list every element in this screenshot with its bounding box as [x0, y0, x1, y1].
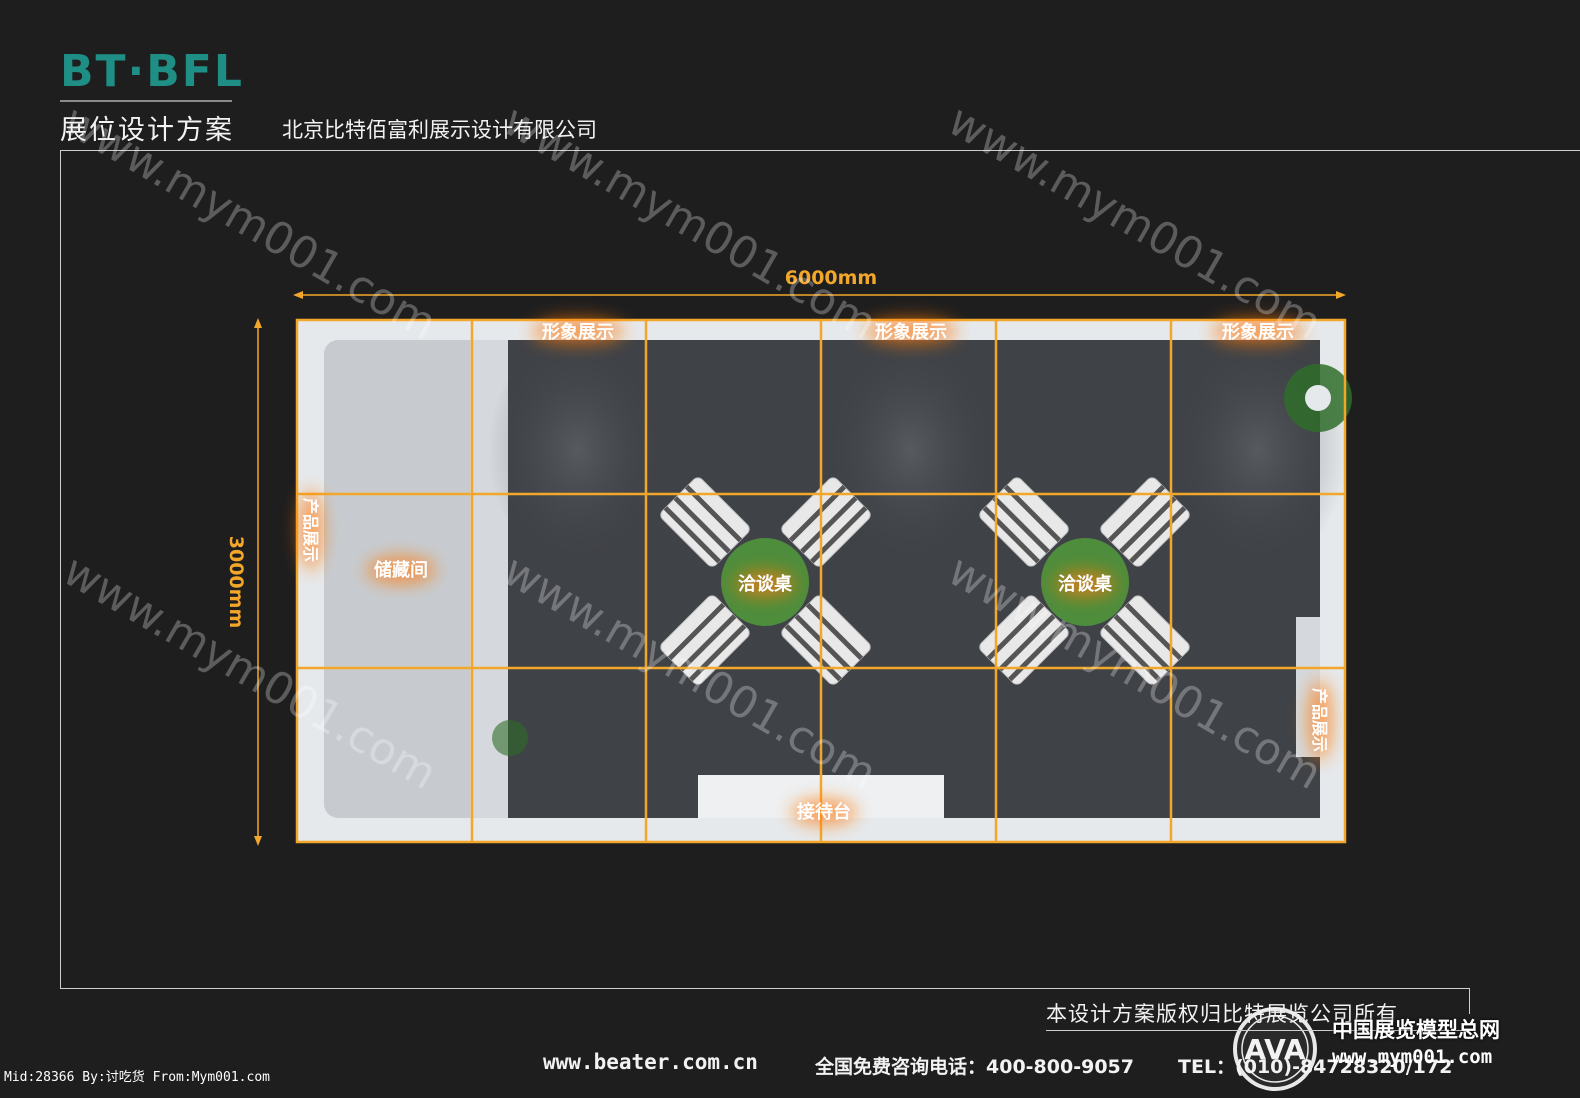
chair-icon [1100, 595, 1190, 685]
footer-tel: TEL：(010)-84728320/172 [1178, 1056, 1453, 1078]
plant-icon [492, 720, 528, 756]
label-negotiation-table-left: 洽谈桌 [738, 573, 793, 595]
negotiation-table-left [660, 477, 871, 685]
footer-hotline: 全国免费咨询电话：400-800-9057 [815, 1056, 1134, 1078]
layout-grid [295, 318, 1347, 844]
label-product-display-right: 产品展示 [1310, 688, 1329, 752]
chair-icon [660, 477, 750, 567]
ava-site-name: 中国展览模型总网 [1332, 1018, 1500, 1042]
label-reception-desk: 接待台 [797, 801, 851, 823]
width-label: 6000mm [785, 267, 877, 289]
label-product-display-left: 产品展示 [301, 498, 320, 562]
company-name: 北京比特佰富利展示设计有限公司 [282, 118, 597, 142]
negotiation-table-right [979, 477, 1190, 685]
frame-border-left [60, 150, 61, 988]
ava-logo-icon: AVA [1233, 1007, 1317, 1091]
label-glows [300, 319, 1331, 824]
ava-site-url: www.mym001.com [1332, 1046, 1493, 1068]
label-image-display-left: 形象展示 [542, 321, 614, 343]
frame-border-stub [1469, 988, 1470, 1014]
label-image-display-right: 形象展示 [1222, 321, 1294, 343]
logo-divider [60, 100, 232, 102]
chair-icon [979, 477, 1069, 567]
copyright-notice: 本设计方案版权归比特展览公司所有 [1046, 1002, 1398, 1026]
frame-border-top [60, 150, 1580, 151]
footer-website: www.beater.com.cn [543, 1050, 758, 1074]
company-logo: BT·BFL [60, 46, 244, 97]
label-image-display-center: 形象展示 [875, 321, 947, 343]
plant-pot [1305, 385, 1331, 411]
chair-icon [781, 595, 871, 685]
width-dimension: 6000mm [293, 267, 1346, 299]
copyright-divider [1046, 1030, 1466, 1031]
frame-border-bottom [60, 988, 1470, 989]
label-storage-room: 储藏间 [373, 559, 428, 581]
spotlight [488, 330, 668, 570]
label-negotiation-table-right: 洽谈桌 [1058, 573, 1113, 595]
chair-icon [781, 477, 871, 567]
ava-logo-text: AVA [1244, 1033, 1306, 1066]
height-dimension: 3000mm [225, 318, 262, 846]
height-label: 3000mm [225, 536, 247, 628]
chair-icon [979, 595, 1069, 685]
page-subtitle: 展位设计方案 [60, 115, 234, 146]
chair-icon [660, 595, 750, 685]
image-meta: Mid:28366 By:讨吃货 From:Mym001.com [4, 1070, 270, 1085]
